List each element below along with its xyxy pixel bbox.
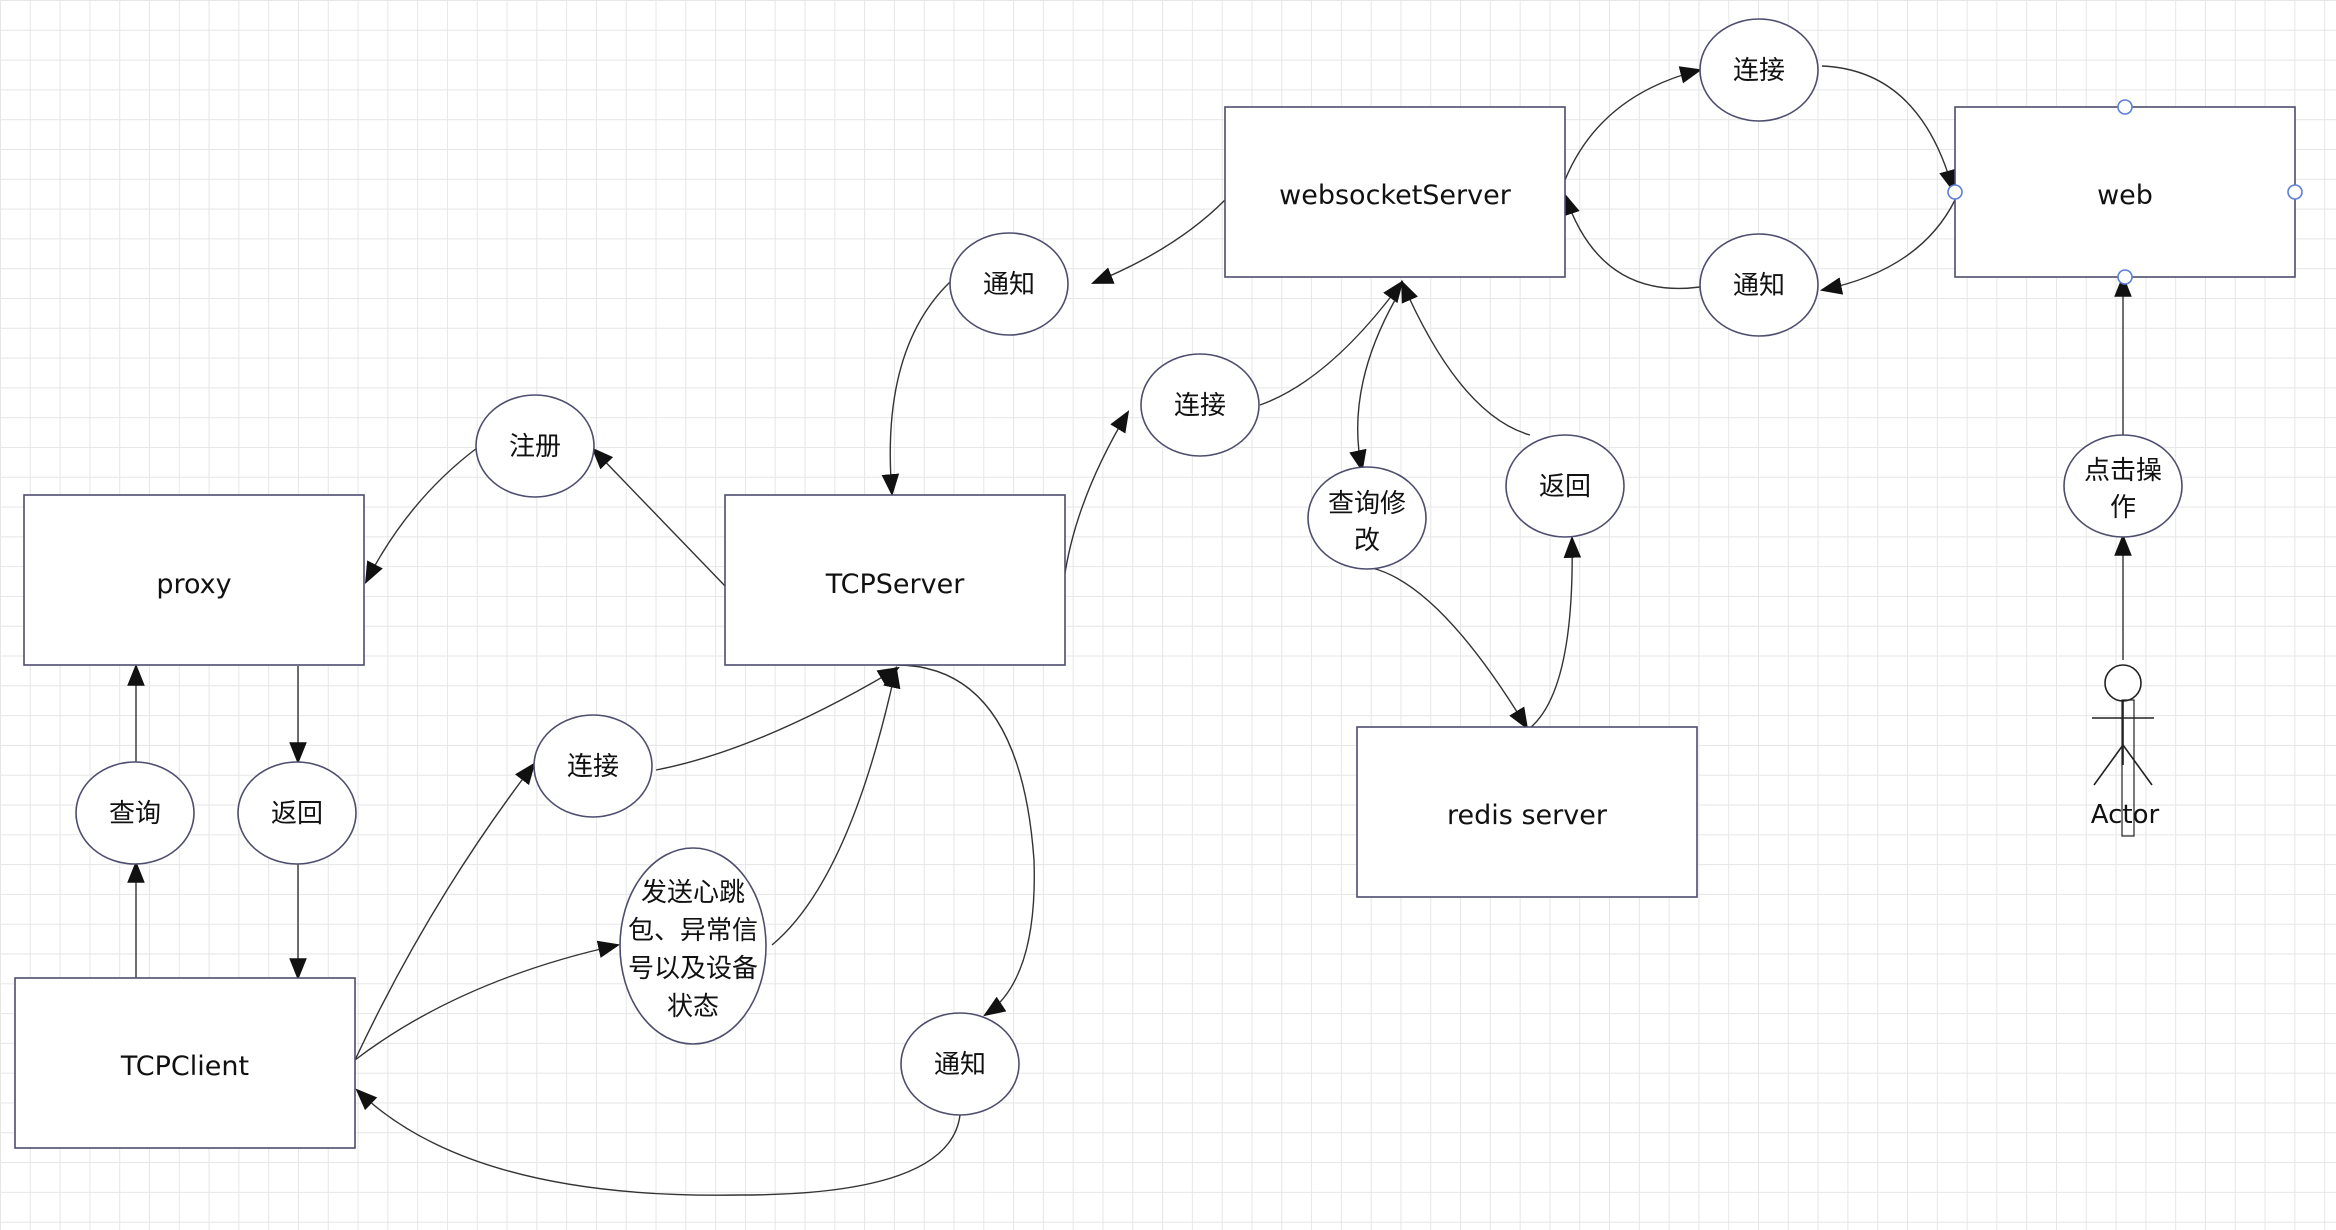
websocket-server-label: websocketServer: [1279, 180, 1512, 211]
web-port-top[interactable]: [2117, 99, 2133, 115]
node-proxy[interactable]: proxy: [23, 494, 365, 666]
label-return-redis[interactable]: 返回: [1505, 434, 1625, 538]
query-modify-line-2: 改: [1354, 526, 1380, 556]
edge-client-to-connect: [354, 762, 536, 1061]
heartbeat-line-2: 包、异常信: [628, 916, 758, 946]
edge-return-to-ws: [1401, 279, 1531, 436]
edge-register-to-proxy: [364, 447, 478, 584]
node-websocket-server[interactable]: websocketServer: [1224, 106, 1566, 278]
query-modify-line-1: 查询修: [1328, 489, 1406, 519]
edge-ws-to-notify: [1090, 199, 1226, 284]
edge-notify-bottom-to-client: [355, 1088, 961, 1196]
actor-figure-icon: [2092, 664, 2154, 837]
label-query-modify[interactable]: 查询修 改: [1307, 466, 1427, 570]
return-redis-text: 返回: [1539, 472, 1591, 502]
edge-tcpserver-to-notify-bottom: [895, 664, 1035, 1017]
edge-redis-to-return: [1529, 535, 1582, 729]
redis-server-label: redis server: [1447, 800, 1608, 831]
notify-web-to-ws-text: 通知: [1733, 271, 1785, 301]
edge-web-to-notify-right: [1819, 199, 1956, 295]
return-proxy-text: 返回: [271, 799, 323, 829]
label-return-proxy[interactable]: 返回: [237, 761, 357, 865]
web-port-bottom[interactable]: [2117, 269, 2133, 285]
edge-heartbeat-to-tcpserver: [771, 665, 901, 946]
edge-connect-top-to-web: [1821, 65, 1957, 193]
heartbeat-line-3: 号以及设备: [628, 954, 758, 984]
edge-connect-to-ws: [1259, 280, 1404, 406]
heartbeat-line-4: 状态: [667, 992, 719, 1022]
label-connect-ws-to-web[interactable]: 连接: [1699, 18, 1819, 122]
actor-label: Actor: [2091, 800, 2160, 830]
label-notify-web-to-ws[interactable]: 通知: [1699, 233, 1819, 337]
connect-tcp-to-ws-text: 连接: [1174, 391, 1226, 421]
web-port-left[interactable]: [1947, 184, 1963, 200]
click-operate-line-1: 点击操: [2084, 456, 2162, 486]
tcp-server-label: TCPServer: [825, 569, 965, 600]
edge-ws-to-querymodify: [1349, 299, 1396, 473]
connect-client-to-server-text: 连接: [567, 752, 619, 782]
edge-querymodify-to-redis: [1371, 567, 1529, 730]
label-click-operate[interactable]: 点击操 作: [2063, 434, 2183, 538]
connect-ws-to-web-text: 连接: [1733, 56, 1785, 86]
node-tcp-server[interactable]: TCPServer: [724, 494, 1066, 666]
notify-ws-to-tcp-text: 通知: [983, 270, 1035, 300]
edge-tcpserver-to-connect: [1063, 410, 1130, 581]
notify-server-to-client-text: 通知: [934, 1050, 986, 1080]
edge-ws-to-connect-top: [1564, 66, 1703, 181]
label-heartbeat[interactable]: 发送心跳 包、异常信 号以及设备 状态: [619, 847, 767, 1045]
edges: [127, 65, 2132, 1196]
edge-client-to-heartbeat: [354, 940, 621, 1061]
web-label: web: [2097, 180, 2153, 211]
label-notify-ws-to-tcp[interactable]: 通知: [949, 232, 1069, 336]
label-notify-server-to-client[interactable]: 通知: [900, 1012, 1020, 1116]
register-text: 注册: [509, 432, 561, 462]
edge-tcpserver-to-register: [591, 447, 727, 588]
edge-notify-to-tcpserver: [881, 281, 951, 497]
web-port-right[interactable]: [2287, 184, 2303, 200]
node-redis-server[interactable]: redis server: [1356, 726, 1698, 898]
heartbeat-line-1: 发送心跳: [641, 878, 745, 908]
edge-connect-to-tcpserver: [655, 666, 900, 771]
label-register[interactable]: 注册: [475, 394, 595, 498]
click-operate-line-2: 作: [2110, 493, 2136, 523]
query-proxy-text: 查询: [109, 799, 161, 829]
tcp-client-label: TCPClient: [120, 1051, 249, 1082]
node-web[interactable]: web: [1947, 99, 2303, 285]
label-connect-client-to-server[interactable]: 连接: [533, 714, 653, 818]
edge-notify-right-to-ws: [1562, 192, 1701, 290]
label-connect-tcp-to-ws[interactable]: 连接: [1140, 353, 1260, 457]
node-actor[interactable]: Actor: [2091, 664, 2160, 837]
label-query-proxy[interactable]: 查询: [75, 761, 195, 865]
proxy-label: proxy: [156, 569, 231, 600]
node-tcp-client[interactable]: TCPClient: [14, 977, 356, 1149]
